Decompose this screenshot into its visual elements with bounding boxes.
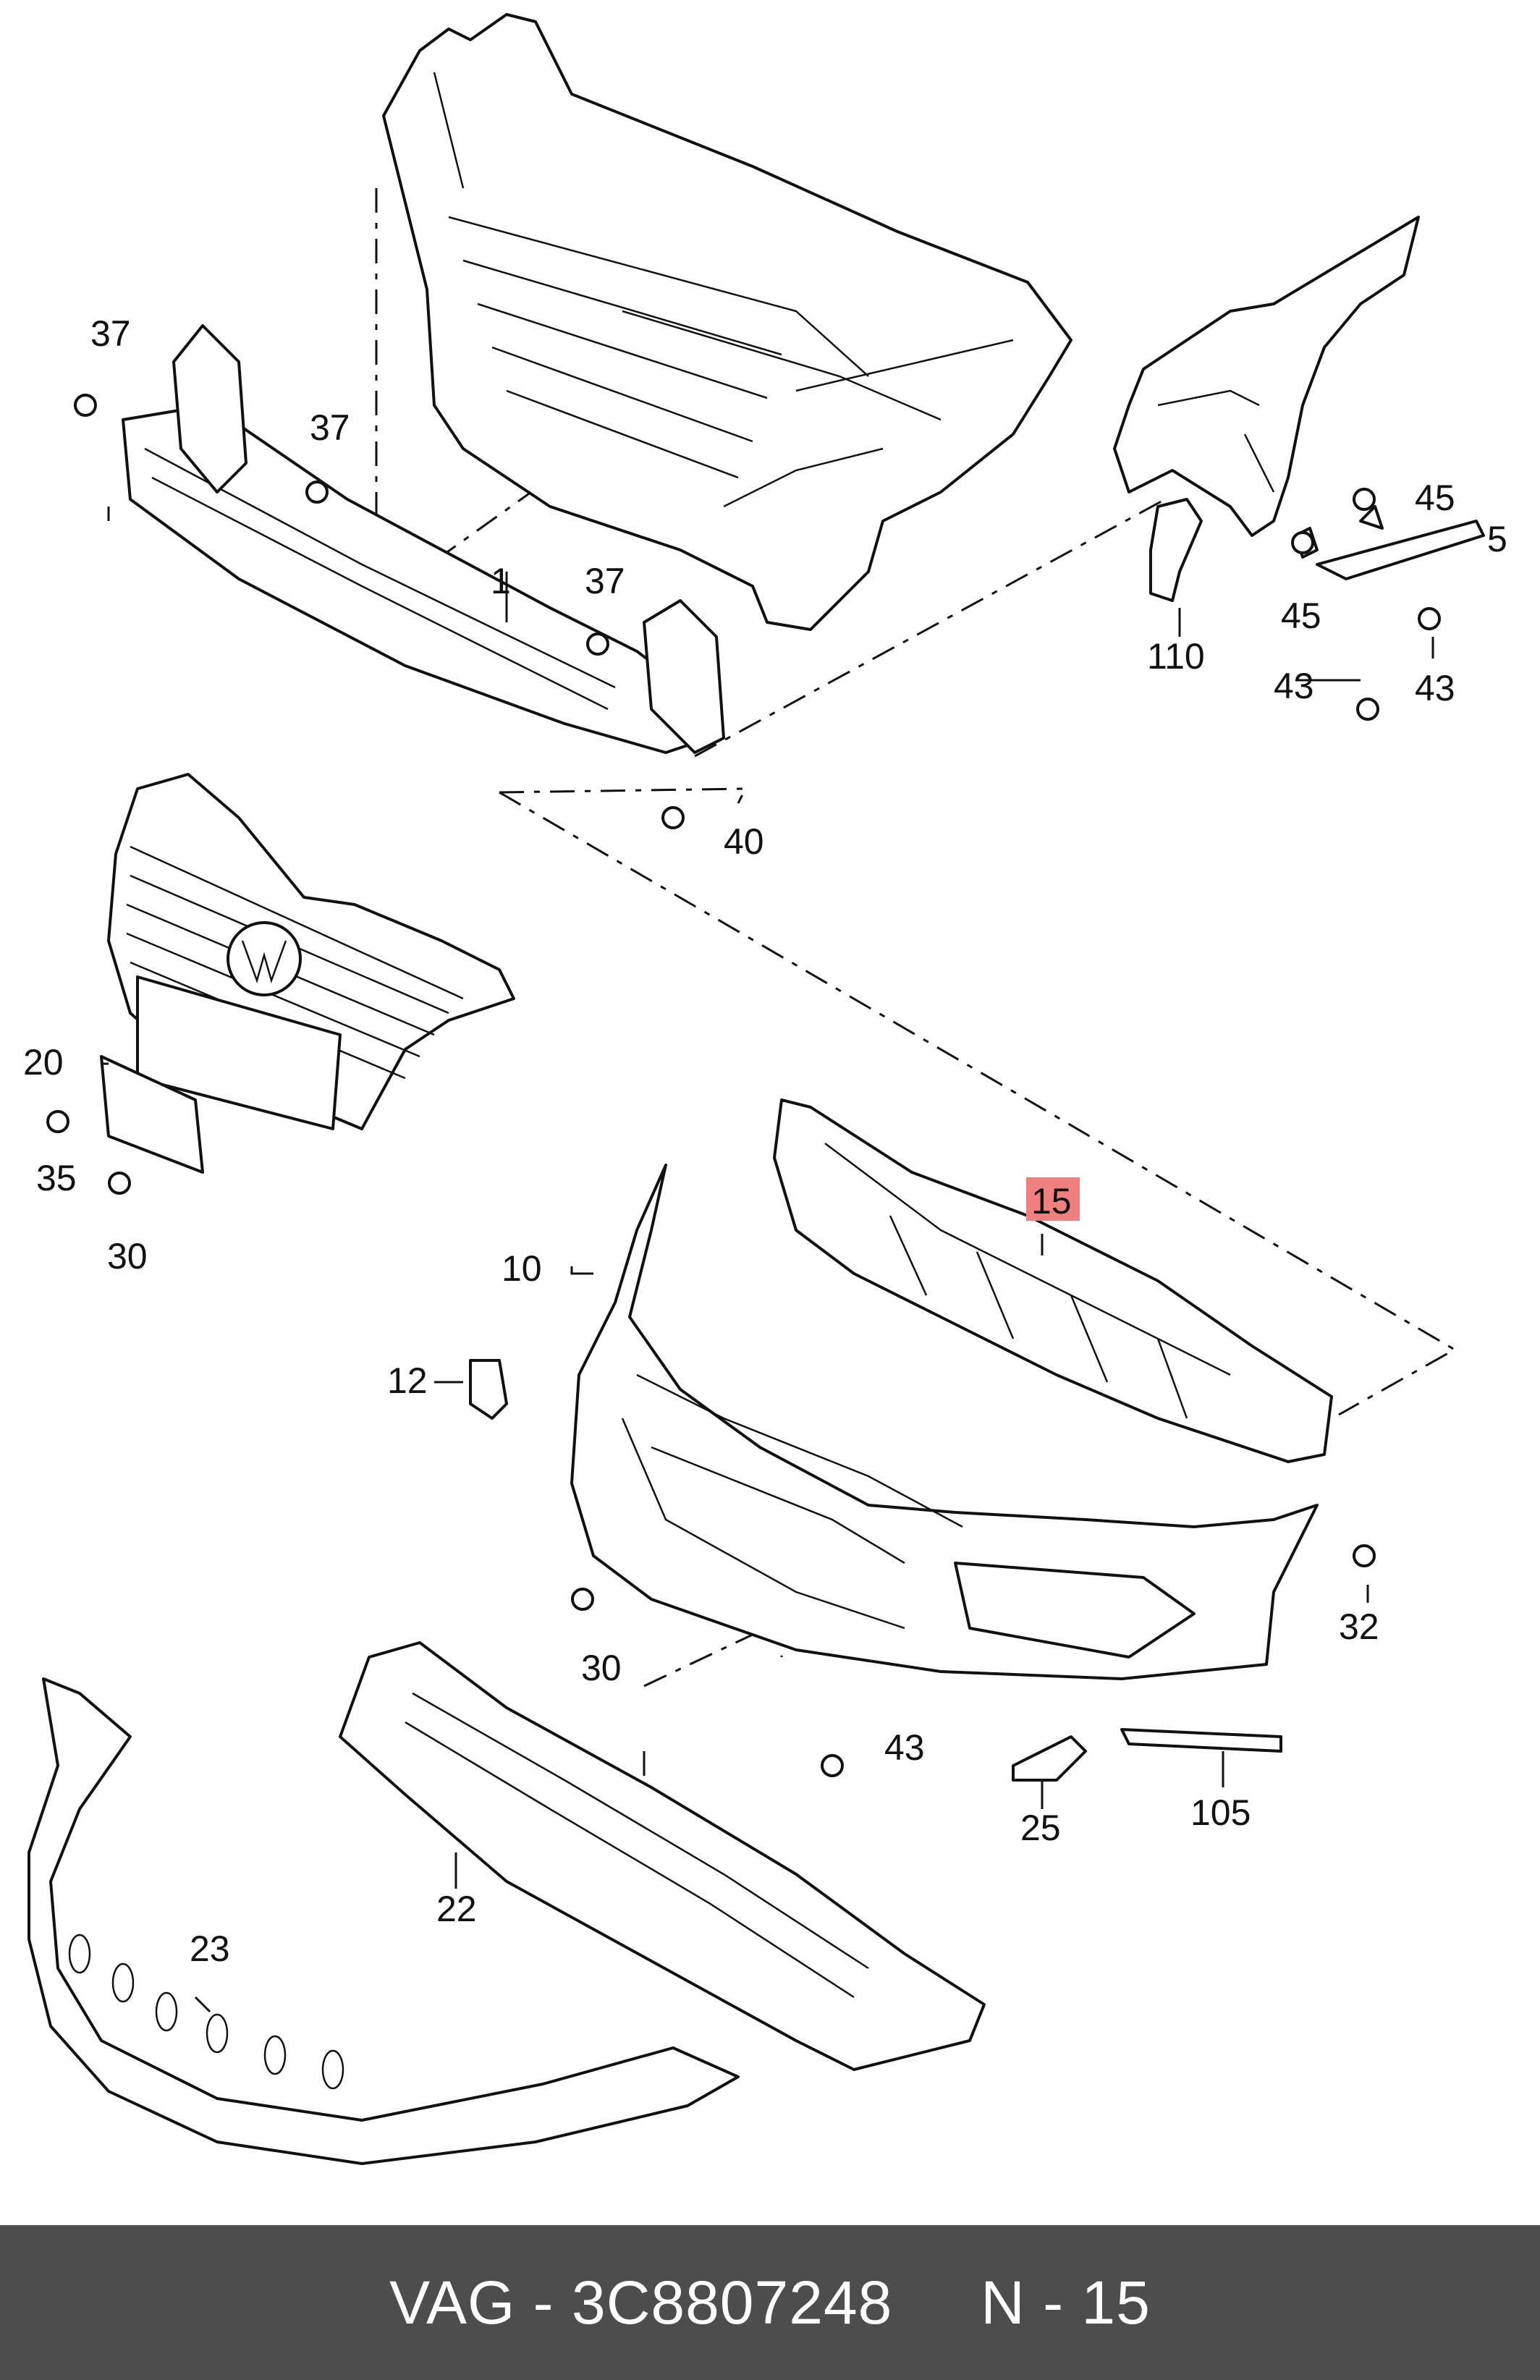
label-110: 110 xyxy=(1147,636,1205,677)
label-30b: 30 xyxy=(581,1648,622,1688)
label-10: 10 xyxy=(502,1248,542,1289)
label-40: 40 xyxy=(724,821,764,862)
spoiler-23 xyxy=(28,1677,740,2165)
fender-bracket xyxy=(1113,216,1420,537)
label-43b: 43 xyxy=(1415,668,1455,708)
label-23: 23 xyxy=(190,1928,230,1969)
plate-holder-20 xyxy=(100,1055,204,1174)
label-1: 1 xyxy=(491,561,511,601)
label-43c: 43 xyxy=(884,1727,925,1768)
fasteners xyxy=(46,394,1441,1777)
label-45a: 45 xyxy=(1415,478,1455,518)
lock-carrier-assembly xyxy=(382,13,1072,631)
label-20: 20 xyxy=(23,1042,64,1083)
label-32: 32 xyxy=(1339,1606,1379,1647)
bumper-cover-10 xyxy=(570,1164,1319,1680)
label-12: 12 xyxy=(387,1360,428,1401)
radiator-grille xyxy=(107,773,515,1130)
label-35: 35 xyxy=(36,1158,77,1198)
label-15: 15 xyxy=(1031,1181,1072,1221)
label-37c: 37 xyxy=(585,561,625,601)
footer-bar: VAG - 3C8807248 N - 15 xyxy=(0,2225,1540,2380)
label-30a: 30 xyxy=(107,1236,148,1276)
bracket-110 xyxy=(1149,498,1203,602)
lower-grille-22 xyxy=(339,1641,986,2071)
highlight-15 xyxy=(1026,1177,1080,1221)
cover-25 xyxy=(1012,1735,1087,1782)
leader-lines xyxy=(101,507,1434,2013)
parts-diagram: 37 37 37 1 40 45 5 45 110 43 43 20 35 30… xyxy=(23,13,1507,2165)
impact-absorber-15 xyxy=(773,1098,1333,1463)
part-labels: 37 37 37 1 40 45 5 45 110 43 43 20 35 30… xyxy=(23,313,1507,1969)
bumper-carrier-1 xyxy=(122,324,725,754)
label-5: 5 xyxy=(1487,519,1507,559)
trim-105 xyxy=(1120,1728,1282,1753)
label-43a: 43 xyxy=(1274,666,1314,706)
label-105: 105 xyxy=(1190,1792,1251,1833)
label-37b: 37 xyxy=(310,407,350,448)
label-22: 22 xyxy=(436,1889,477,1929)
label-37a: 37 xyxy=(90,313,131,354)
tow-cap-12 xyxy=(469,1359,508,1420)
guide-5 xyxy=(1294,505,1485,580)
label-45b: 45 xyxy=(1281,596,1321,636)
part-number-caption: VAG - 3C8807248 N - 15 xyxy=(389,2268,1151,2337)
label-25: 25 xyxy=(1020,1808,1061,1848)
